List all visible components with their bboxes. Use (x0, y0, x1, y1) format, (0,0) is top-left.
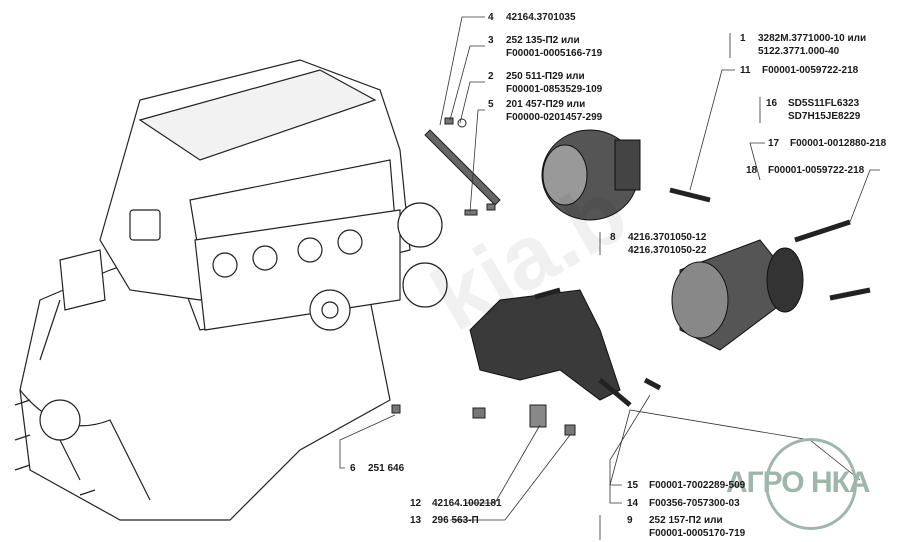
part-number: 252 157-П2 или (649, 515, 723, 526)
part-number: 42164.3701035 (506, 12, 576, 23)
part-number: F00001-0059722-218 (768, 165, 865, 176)
callout-number: 18 (746, 165, 758, 176)
part-number: 3282М.3771000-10 или (758, 33, 867, 44)
callout-number: 11 (740, 65, 751, 76)
callout-number: 5 (488, 99, 494, 110)
agronka-logo: АГРО НКА (726, 466, 871, 499)
part-number-alt: F00001-0005166-719 (506, 48, 603, 59)
callout-13: 13 296 563-П (410, 514, 479, 527)
part-number-alt: F00001-0853529-109 (506, 84, 603, 95)
callout-number: 6 (350, 463, 356, 474)
part-number: F00001-7002289-509 (649, 480, 746, 491)
callout-12: 12 42164.1002181 (410, 497, 502, 510)
part-number: 250 511-П29 или (506, 71, 585, 82)
callout-11: 11 F00001-0059722-218 (740, 64, 858, 77)
part-number: F00001-0012880-218 (790, 138, 887, 149)
callout-number: 17 (768, 138, 780, 149)
alternator-illustration (541, 129, 641, 221)
part-number-alt: F00001-0005170-719 (649, 528, 746, 539)
callout-number: 13 (410, 515, 422, 526)
callout-number: 9 (627, 515, 633, 526)
callout-14: 14 F00356-7057300-03 (627, 497, 740, 510)
part-number: 251 646 (368, 463, 405, 474)
callout-18: 18 F00001-0059722-218 (746, 164, 864, 177)
part-number: SD5S11FL6323 (788, 98, 860, 109)
callout-number: 4 (488, 12, 494, 23)
part-number: F00001-0059722-218 (762, 65, 859, 76)
callout-number: 15 (627, 480, 639, 491)
part-number-alt: 4216.3701050-22 (628, 245, 707, 256)
agronka-logo-circle (765, 438, 857, 530)
callout-4: 4 42164.3701035 (488, 11, 576, 24)
engine-illustration (14, 59, 448, 521)
callout-number: 16 (766, 98, 778, 109)
callout-number: 12 (410, 498, 422, 509)
part-number-alt: 5122.3771.000-40 (758, 46, 840, 57)
callout-17: 17 F00001-0012880-218 (768, 137, 886, 150)
ac-compressor-illustration (671, 239, 804, 351)
part-number-alt: SD7H15JE8229 (788, 111, 861, 122)
part-number: 4216.3701050-12 (628, 232, 707, 243)
part-number: 42164.1002181 (432, 498, 502, 509)
part-number: 201 457-П29 или (506, 99, 586, 110)
callout-number: 14 (627, 498, 639, 509)
callout-number: 8 (610, 232, 616, 243)
callout-number: 1 (740, 33, 746, 44)
callout-8: 8 4216.3701050-12 4216.3701050-22 (610, 231, 706, 257)
callout-15: 15 F00001-7002289-509 (627, 479, 745, 492)
callout-number: 3 (488, 35, 494, 46)
callout-number: 2 (488, 71, 494, 82)
callout-1: 1 3282М.3771000-10 или 5122.3771.000-40 (740, 32, 866, 58)
part-number: 252 135-П2 или (506, 35, 580, 46)
part-number-alt: F00000-0201457-299 (506, 112, 603, 123)
fasteners (391, 117, 871, 436)
callout-6: 6 251 646 (350, 462, 404, 475)
part-number: F00356-7057300-03 (649, 498, 740, 509)
part-number: 296 563-П (432, 515, 479, 526)
